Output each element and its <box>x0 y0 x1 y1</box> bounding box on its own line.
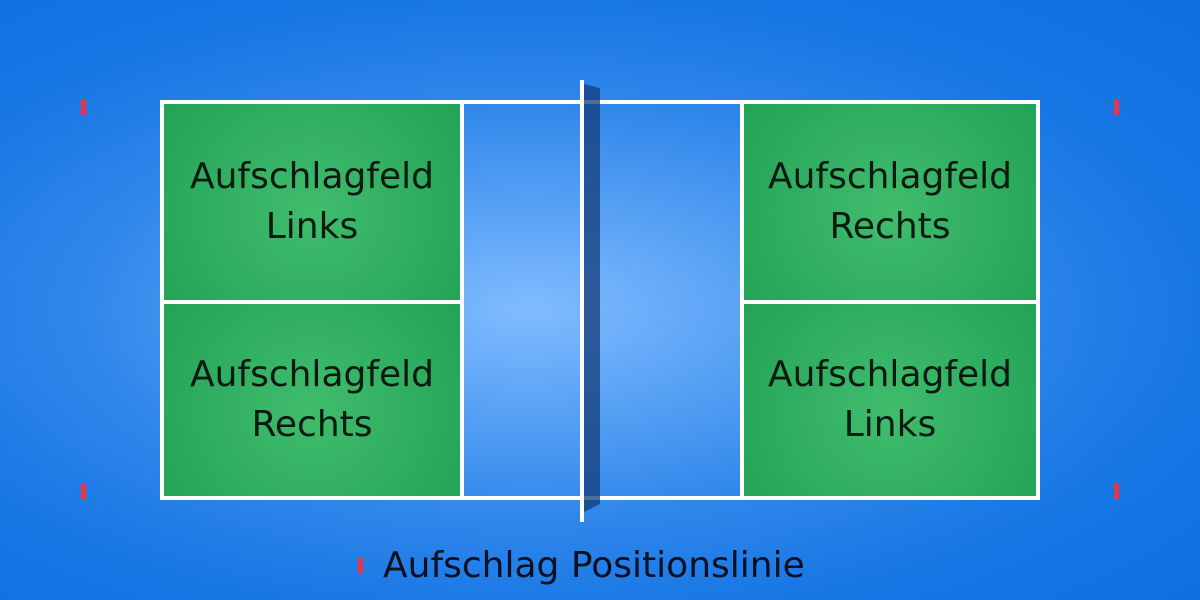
service-box-label-line2: Links <box>265 206 359 247</box>
service-box-label-line1: Aufschlagfeld <box>189 156 435 197</box>
net-shadow <box>584 84 600 512</box>
non-volley-zone-right <box>584 104 740 496</box>
legend-marker-swatch <box>358 557 363 573</box>
service-box-top-left: Aufschlagfeld Links <box>164 104 460 300</box>
legend-label: Aufschlag Positionslinie <box>383 544 805 586</box>
non-volley-zone-left <box>464 104 580 496</box>
legend: Aufschlag Positionslinie <box>358 540 805 590</box>
service-box-label-line2: Rechts <box>829 206 951 247</box>
service-box-label-line1: Aufschlagfeld <box>767 354 1013 395</box>
net-line <box>580 80 584 522</box>
service-box-bottom-left: Aufschlagfeld Rechts <box>164 304 460 496</box>
service-box-top-right: Aufschlagfeld Rechts <box>744 104 1036 300</box>
service-box-label-line1: Aufschlagfeld <box>189 354 435 395</box>
service-box-label: Aufschlagfeld Rechts <box>744 152 1036 252</box>
kitchen-line-right <box>740 104 744 496</box>
court: Aufschlagfeld Links Aufschlagfeld Rechts… <box>160 100 1040 500</box>
service-box-label: Aufschlagfeld Rechts <box>164 350 460 450</box>
service-position-marker-bottom-right <box>1114 484 1119 500</box>
service-position-marker-top-left <box>81 99 86 115</box>
centerline-right <box>744 300 1036 304</box>
service-position-marker-bottom-left <box>81 484 86 500</box>
kitchen-line-left <box>460 104 464 496</box>
service-box-bottom-right: Aufschlagfeld Links <box>744 304 1036 496</box>
centerline-left <box>164 300 460 304</box>
service-box-label-line2: Rechts <box>251 404 373 445</box>
service-box-label: Aufschlagfeld Links <box>164 152 460 252</box>
service-box-label-line1: Aufschlagfeld <box>767 156 1013 197</box>
service-position-marker-top-right <box>1114 99 1119 115</box>
service-box-label: Aufschlagfeld Links <box>744 350 1036 450</box>
service-box-label-line2: Links <box>843 404 937 445</box>
